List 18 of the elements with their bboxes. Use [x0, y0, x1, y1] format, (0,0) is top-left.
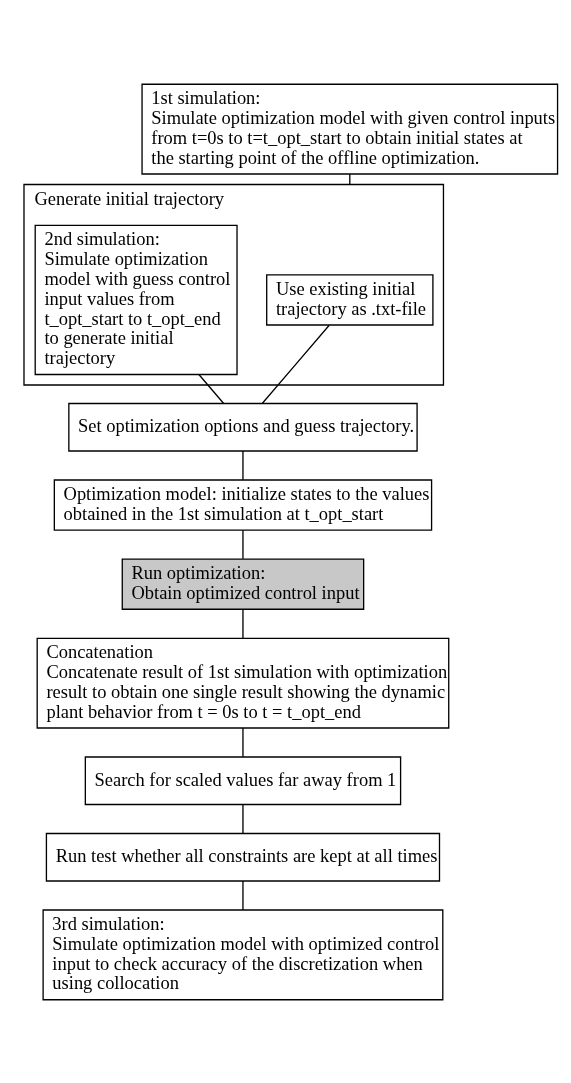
node-box: 3rd simulation: Simulate optimization model with optimized control input to check accuracy of the discretization when using collocation: [42, 908, 444, 1000]
node-box: 2nd simulation: Simulate optimization model with guess control input values from t_opt_start to t_opt_end to generate initial trajectory: [34, 224, 238, 375]
connector: [242, 726, 244, 757]
connector: [198, 373, 225, 404]
node-box: Use existing initial trajectory as .txt-file: [266, 273, 434, 326]
connector: [242, 449, 244, 480]
node-box: Run optimization: Obtain optimized control input: [121, 558, 365, 610]
connector: [242, 879, 244, 911]
node-box: Set optimization options and guess trajectory.: [68, 402, 418, 452]
node-box: Optimization model: initialize states to the values obtained in the 1st simulation at t_opt_start: [53, 478, 433, 531]
connector: [242, 803, 244, 834]
node-box: Search for scaled values far away from 1: [84, 755, 402, 805]
connector: [242, 529, 244, 559]
connector: [242, 608, 244, 639]
node-box: 1st simulation: Simulate optimization model with given control inputs from t=0s to t=t_opt_start to obtain initial states at the starting point of the offline optimization.: [141, 83, 559, 175]
connector: [261, 324, 330, 404]
node-box: Run test whether all constraints are kept at all times: [45, 832, 441, 882]
node-box: Concatenation Concatenate result of 1st simulation with optimization result to obtain one single result showing the dynamic plant behavior from t = 0s to t = t_opt_end: [36, 637, 450, 729]
